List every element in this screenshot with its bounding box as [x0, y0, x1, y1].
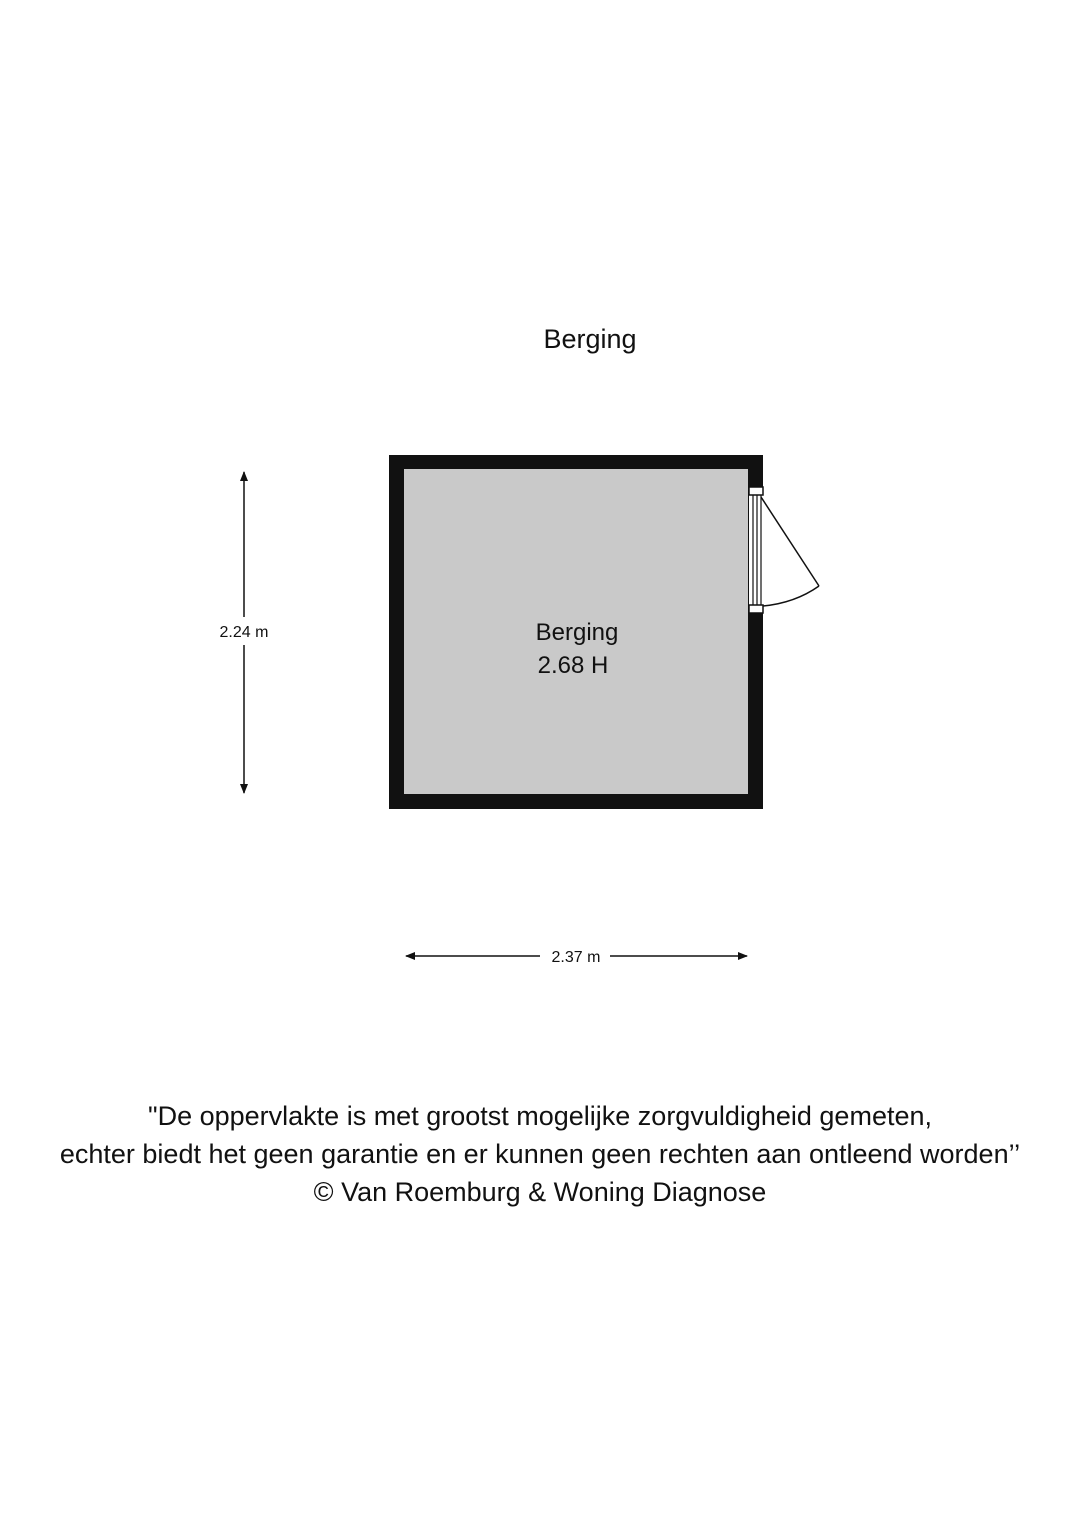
door — [748, 486, 820, 614]
room-height-label: 2.68 H — [538, 652, 609, 679]
dimension-vertical: 2.24 m — [220, 471, 269, 794]
door-leaf — [760, 496, 820, 587]
room-name-label: Berging — [536, 619, 619, 646]
page-title: Berging — [543, 324, 637, 354]
room-floor — [404, 469, 748, 794]
disclaimer-line: echter biedt het geen garantie en er kun… — [59, 1139, 1021, 1169]
door-jamb-top — [748, 486, 764, 496]
disclaimer: "De oppervlakte is met grootst mogelijke… — [0, 1097, 1080, 1211]
disclaimer-line: "De oppervlakte is met grootst mogelijke… — [148, 1101, 932, 1131]
door-swing-arc — [762, 585, 820, 607]
dimension-horizontal: 2.37 m — [405, 949, 748, 966]
door-jamb-bottom — [748, 604, 764, 614]
dimension-label-vertical: 2.24 m — [220, 624, 269, 641]
room-berging: Berging 2.68 H — [389, 455, 763, 809]
copyright-notice: © Van Roemburg & Woning Diagnose — [313, 1177, 767, 1207]
dimension-label-horizontal: 2.37 m — [552, 949, 601, 966]
